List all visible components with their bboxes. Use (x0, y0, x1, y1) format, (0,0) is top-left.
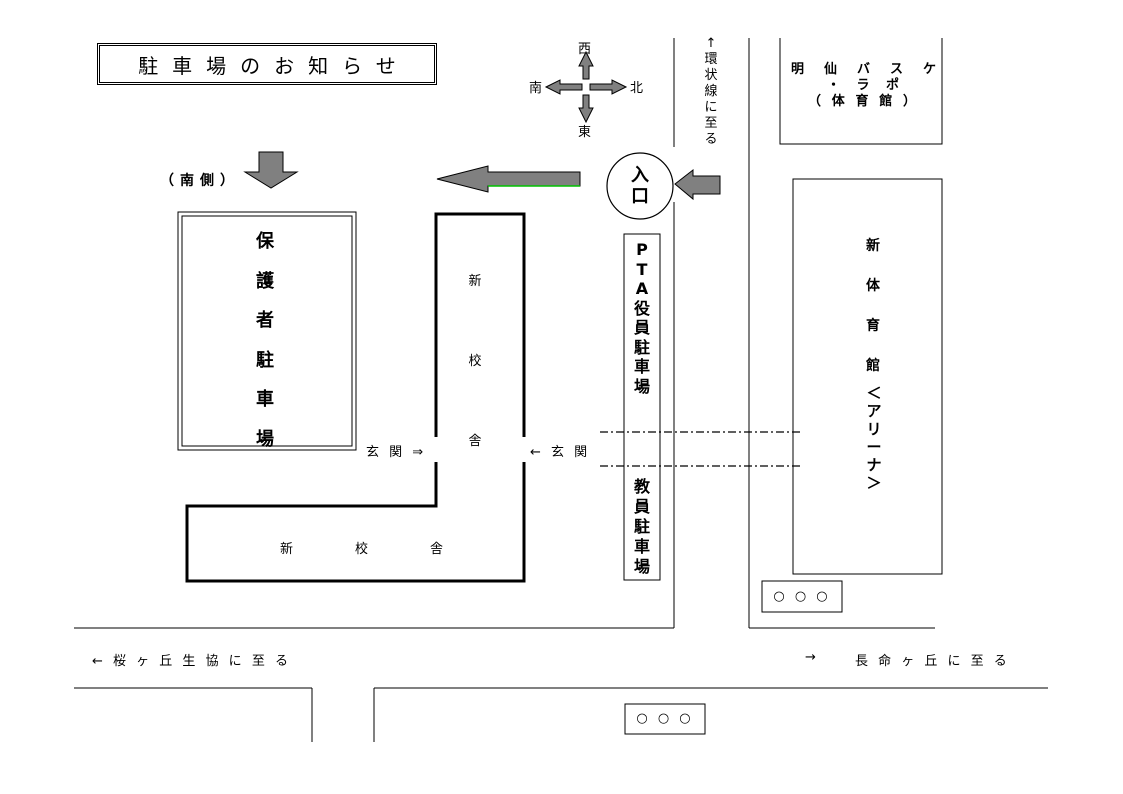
ring-road-label: ↑環状線に至る (704, 36, 718, 147)
teacher-parking-label: 教員駐車場 (633, 477, 650, 576)
circles-label-1: ○ ○ ○ (773, 589, 831, 604)
south-side-label: （南側） (160, 173, 240, 189)
road-right-arrow: → (805, 650, 816, 665)
meisen-char: 体 (831, 94, 845, 109)
down-arrow-icon (243, 151, 299, 189)
left-arrow-icon (436, 165, 581, 193)
meisen-char: ラ (856, 78, 870, 93)
meisen-char: ・ (827, 78, 841, 93)
meisen-char: バ (856, 62, 870, 77)
genkan-left-label: 玄 関 ⇒ (366, 445, 427, 460)
compass-south-label: 南 (529, 81, 543, 96)
pta-parking-label: PTA役員駐車場 (633, 240, 650, 396)
new-gym-label: 新体育館 (866, 238, 880, 374)
entrance-label: 入口 (631, 165, 649, 207)
circles-label-2: ○ ○ ○ (636, 711, 694, 726)
meisen-gym-box (779, 38, 943, 145)
page-title: 駐車場のお知らせ (138, 53, 410, 78)
arena-label: ＜アリーナ＞ (866, 384, 882, 492)
road-right-label: 長 命 ヶ 丘 に 至 る (855, 654, 1010, 669)
meisen-char: 育 (855, 94, 869, 109)
meisen-gym-row3: （ 体 育 館 ） (808, 90, 916, 109)
meisen-gym-row2: ・ ラ ポ (827, 74, 899, 93)
compass-west-label: 西 (578, 42, 592, 57)
road-left-label: ← 桜 ヶ 丘 生 協 に 至 る (92, 654, 291, 669)
entrance-arrow-icon (674, 168, 721, 201)
meisen-char: （ (808, 94, 822, 109)
meisen-char: ス (889, 62, 903, 77)
meisen-char: ） (902, 94, 916, 109)
compass-north-label: 北 (630, 81, 644, 96)
new-gym-box (792, 178, 943, 575)
compass-icon (544, 50, 628, 124)
meisen-char: 明 (791, 62, 805, 77)
parents-parking-box (177, 211, 357, 451)
new-building-vertical-label: 新校舎 (468, 274, 482, 449)
meisen-char: 館 (879, 94, 893, 109)
new-building-outline (434, 212, 526, 437)
entrance-circle (606, 152, 674, 220)
new-building-h-3: 舎 (430, 542, 444, 557)
compass-east-label: 東 (578, 125, 592, 140)
genkan-right-label: ← 玄 関 (530, 445, 591, 460)
pta-parking-box (623, 233, 661, 581)
meisen-gym-row1: 明 仙 バ ス ケ (791, 58, 936, 77)
meisen-char: ケ (922, 62, 936, 77)
new-building-h-2: 校 (355, 542, 369, 557)
title-box: 駐車場のお知らせ (97, 43, 437, 85)
meisen-char: 仙 (823, 62, 837, 77)
parents-parking-label: 保護者駐車場 (256, 231, 274, 450)
new-building-h-1: 新 (280, 542, 294, 557)
meisen-char: ポ (885, 78, 899, 93)
circles-box-1 (761, 580, 843, 613)
circles-box-2 (624, 703, 706, 735)
